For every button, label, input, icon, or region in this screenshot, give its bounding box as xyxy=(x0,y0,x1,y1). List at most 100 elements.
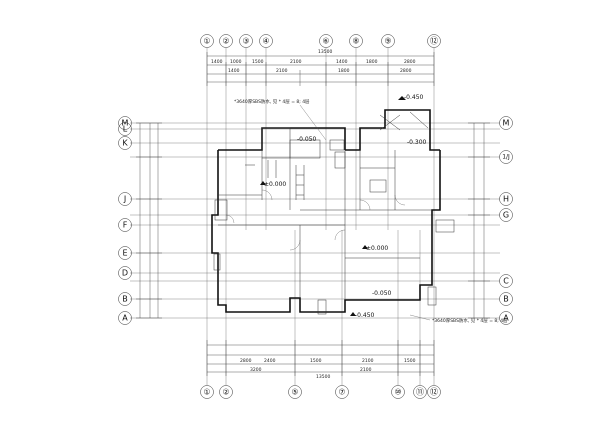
elevation-marker xyxy=(362,245,368,249)
axis-bubble: ⑥ xyxy=(319,34,333,48)
dimension-chain-bottom xyxy=(206,340,435,376)
dim-top-seg: 2100 xyxy=(276,68,288,74)
axis-bubble: A xyxy=(499,311,513,325)
door-swings xyxy=(225,189,406,251)
svg-text:⑦: ⑦ xyxy=(338,388,345,397)
axis-bubble: C xyxy=(499,274,513,288)
axis-bubble: ⑪ xyxy=(413,385,427,399)
elevation-label: ±0.000 xyxy=(264,181,286,188)
dim-top-segment-labels: 1400 1000 1500 2100 1400 1800 2800 1400 … xyxy=(211,59,416,74)
svg-text:E: E xyxy=(122,249,127,258)
axis-bubble: K xyxy=(118,136,132,150)
axis-bubble: ⑨ xyxy=(381,34,395,48)
svg-text:M: M xyxy=(122,119,129,128)
elevation-label: -0.300 xyxy=(407,139,427,146)
axis-bubbles-left: M L K J F E D B A xyxy=(118,116,132,325)
svg-text:②: ② xyxy=(222,388,229,397)
axis-bubble: J xyxy=(118,192,132,206)
dim-top-seg: 2100 xyxy=(290,59,302,65)
dim-top-seg: 1800 xyxy=(338,68,350,74)
svg-text:⑤: ⑤ xyxy=(291,388,298,397)
axis-bubble: M xyxy=(499,116,513,130)
dim-top-seg: 1000 xyxy=(230,59,242,65)
dim-bottom-seg: 2400 xyxy=(264,358,276,364)
axis-bubble: 1/J xyxy=(499,150,513,164)
annotations: -0.450 ±0.000 ±0.000 -0.050 -0.300 -0.05… xyxy=(234,94,508,324)
axis-bubble: ⑧ xyxy=(349,34,363,48)
elevation-label: -0.450 xyxy=(404,94,424,101)
axis-bubbles-top: ① ② ③ ④ ⑥ ⑧ ⑨ ⑫ xyxy=(200,34,441,48)
dim-bottom-seg: 3200 xyxy=(250,367,262,373)
dim-top-seg: 1400 xyxy=(211,59,223,65)
axis-bubble: ③ xyxy=(239,34,253,48)
svg-text:②: ② xyxy=(222,37,229,46)
svg-text:⑫: ⑫ xyxy=(430,37,438,46)
dim-top-seg: 1800 xyxy=(366,59,378,65)
axis-bubble: M xyxy=(118,116,132,130)
elevation-label: -0.050 xyxy=(297,136,317,143)
elevation-marker xyxy=(260,181,266,185)
svg-text:K: K xyxy=(122,139,128,148)
axis-bubble: ① xyxy=(200,34,214,48)
dim-bottom-overall: 13500 xyxy=(316,374,330,380)
axis-bubble: ② xyxy=(219,385,233,399)
dimension-chain-top xyxy=(206,52,435,86)
axis-bubble: ④ xyxy=(259,34,273,48)
dim-top-seg: 2800 xyxy=(404,59,416,65)
svg-text:⑨: ⑨ xyxy=(384,37,391,46)
dim-bottom-seg: 2800 xyxy=(240,358,252,364)
elevation-marker xyxy=(350,312,356,316)
axis-bubble: H xyxy=(499,192,513,206)
dim-top-seg: 2800 xyxy=(400,68,412,74)
dim-bottom-segment-labels: 2800 2400 1500 2100 1500 3200 2100 xyxy=(240,358,416,373)
axis-bubble: B xyxy=(118,292,132,306)
svg-text:⑩: ⑩ xyxy=(394,388,401,397)
svg-text:M: M xyxy=(503,119,510,128)
note-bottom: *3640厚SBS防水, 见 * 4层 = 8; 4层 xyxy=(432,317,508,324)
svg-text:⑥: ⑥ xyxy=(322,37,329,46)
svg-text:⑫: ⑫ xyxy=(430,388,438,397)
dimension-chain-right xyxy=(468,122,490,319)
axis-bubble: ⑩ xyxy=(391,385,405,399)
svg-text:D: D xyxy=(122,269,128,278)
elevation-marker xyxy=(398,96,406,100)
dim-bottom-seg: 2100 xyxy=(362,358,374,364)
svg-text:①: ① xyxy=(203,388,210,397)
svg-text:①: ① xyxy=(203,37,210,46)
axis-bubble: E xyxy=(118,246,132,260)
axis-bubble: B xyxy=(499,292,513,306)
axis-bubble: D xyxy=(118,266,132,280)
svg-text:J: J xyxy=(123,195,126,204)
axis-bubbles-bottom: ① ② ⑤ ⑦ ⑩ ⑪ ⑫ xyxy=(200,385,441,399)
svg-text:④: ④ xyxy=(262,37,269,46)
svg-text:1/J: 1/J xyxy=(502,154,510,161)
axis-bubble: G xyxy=(499,208,513,222)
note-top: *3640厚SBS防水, 见 * 4层 = 8; 4层 xyxy=(234,98,310,105)
axis-grid-horizontal xyxy=(130,122,500,319)
axis-bubble: L xyxy=(118,122,132,136)
svg-text:⑪: ⑪ xyxy=(416,388,424,397)
elevation-label: -0.050 xyxy=(372,290,392,297)
svg-text:G: G xyxy=(503,211,509,220)
interior-walls xyxy=(213,111,455,315)
svg-text:B: B xyxy=(122,295,128,304)
svg-text:③: ③ xyxy=(242,37,249,46)
svg-text:⑧: ⑧ xyxy=(352,37,359,46)
dim-bottom-seg: 1500 xyxy=(310,358,322,364)
svg-text:H: H xyxy=(503,195,509,204)
svg-text:B: B xyxy=(503,295,509,304)
axis-bubble: ⑫ xyxy=(427,34,441,48)
axis-bubble: ⑫ xyxy=(427,385,441,399)
elevation-label: ±0.000 xyxy=(366,245,388,252)
leader-line xyxy=(409,314,431,321)
axis-bubbles-right: M 1/J H G C B A xyxy=(499,116,513,325)
svg-text:A: A xyxy=(122,314,128,323)
axis-bubble: ⑦ xyxy=(335,385,349,399)
dim-bottom-seg: 1500 xyxy=(404,358,416,364)
axis-bubble: ② xyxy=(219,34,233,48)
axis-bubble: ⑤ xyxy=(288,385,302,399)
svg-text:F: F xyxy=(123,221,128,230)
dim-top-overall: 13500 xyxy=(318,49,332,55)
